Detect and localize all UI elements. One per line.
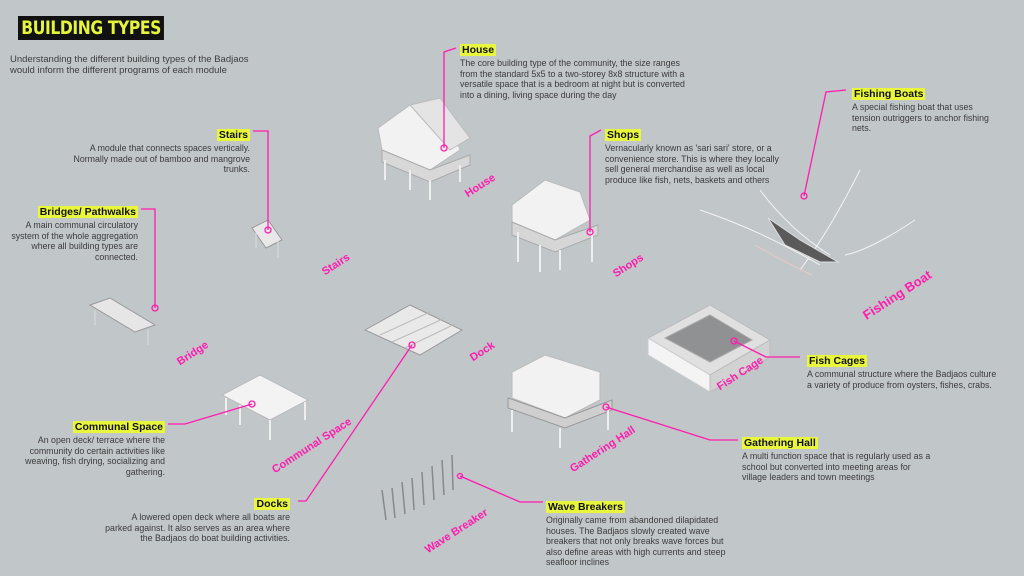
leader-stairs	[253, 130, 269, 230]
bridges-description: A main communal circulatory system of th…	[11, 220, 138, 262]
fishing-boats-description: A special fishing boat that uses tension…	[852, 102, 989, 134]
bridge-model	[88, 297, 157, 345]
house-model	[377, 97, 471, 200]
bridges-heading: Bridges/ Pathwalks	[37, 206, 138, 218]
gathering-hall-heading: Gathering Hall	[742, 437, 818, 449]
fishing-boats-heading: Fishing Boats	[852, 88, 926, 100]
annotation-house: House The core building type of the comm…	[460, 40, 685, 100]
communal-space-description: An open deck/ terrace where the communit…	[25, 435, 165, 477]
gathering-hall-description: A multi function space that is regularly…	[742, 451, 931, 483]
leader-docks	[298, 344, 413, 502]
shops-model	[511, 179, 599, 272]
page-title: BUILDING TYPES	[18, 16, 165, 40]
annotation-fish-cages: Fish Cages A communal structure where th…	[807, 351, 997, 390]
leader-house	[443, 47, 457, 148]
annotation-bridges: Bridges/ Pathwalks A main communal circu…	[10, 202, 138, 262]
annotation-shops: Shops Vernacularly known as 'sari sari' …	[605, 125, 790, 185]
communal-space-model	[220, 374, 310, 440]
leader-wave-breakers	[459, 475, 543, 503]
shops-heading: Shops	[605, 129, 642, 141]
leader-gathering-hall	[605, 406, 738, 441]
shops-description: Vernacularly known as 'sari sari' store,…	[605, 143, 779, 185]
fish-cages-description: A communal structure where the Badjaos c…	[807, 369, 997, 390]
annotation-gathering-hall: Gathering Hall A multi function space th…	[742, 433, 932, 483]
stairs-model	[251, 219, 283, 258]
wave-breakers-description: Originally came from abandoned dilapidat…	[546, 515, 726, 568]
house-description: The core building type of the community,…	[460, 58, 685, 100]
annotation-communal-space: Communal Space An open deck/ terrace whe…	[10, 417, 165, 477]
annotation-stairs: Stairs A module that connects spaces ver…	[55, 125, 250, 175]
dock-model	[363, 304, 464, 356]
docks-heading: Docks	[254, 498, 290, 510]
house-heading: House	[460, 44, 497, 56]
stairs-description: A module that connects spaces vertically…	[73, 143, 250, 175]
gathering-hall-model	[507, 354, 613, 448]
docks-description: A lowered open deck where all boats are …	[105, 512, 290, 544]
annotation-wave-breakers: Wave Breakers Originally came from aband…	[546, 497, 736, 568]
leader-bridges	[141, 208, 156, 308]
communal-space-heading: Communal Space	[72, 421, 165, 433]
leader-fish-cages	[733, 340, 800, 358]
leader-shops	[589, 129, 602, 232]
wave-breaker-model	[381, 454, 454, 521]
annotation-fishing-boats: Fishing Boats A special fishing boat tha…	[852, 84, 1002, 134]
intro-text: Understanding the different building typ…	[10, 54, 249, 76]
fish-cage-model	[646, 304, 771, 393]
wave-breakers-heading: Wave Breakers	[546, 501, 625, 513]
leader-communal-space	[168, 403, 253, 425]
fish-cages-heading: Fish Cages	[807, 355, 868, 367]
leader-fishing-boats	[803, 89, 847, 197]
stairs-heading: Stairs	[216, 129, 250, 141]
fishing-boat-model	[699, 169, 916, 276]
annotation-docks: Docks A lowered open deck where all boat…	[105, 494, 290, 544]
